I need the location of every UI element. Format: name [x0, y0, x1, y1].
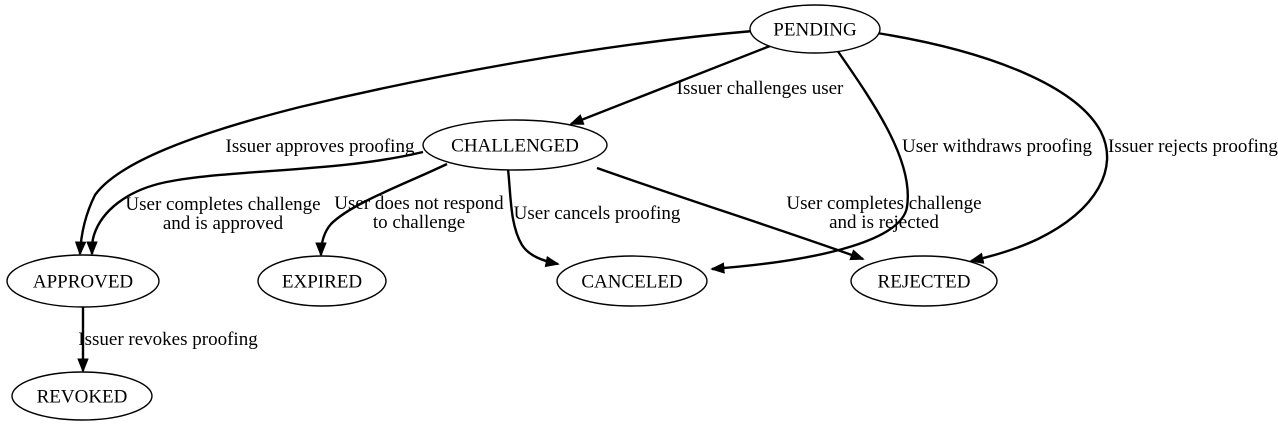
transition-arrow: [321, 162, 448, 255]
state-label: REVOKED: [37, 387, 128, 408]
edge-label-text: User does not respond: [334, 193, 504, 214]
edge-label-text: to challenge: [373, 212, 465, 233]
state-label: PENDING: [773, 20, 857, 41]
edge-label-pending-canceled: User withdraws proofing: [902, 136, 1092, 157]
transition-arrow: [506, 168, 558, 264]
edge-label-approved-revoked: Issuer revokes proofing: [78, 329, 258, 350]
transition-arrow: [596, 166, 863, 259]
state-ellipse: [422, 119, 608, 171]
state-ellipse: [257, 255, 387, 307]
transition-arrow: [80, 29, 754, 254]
transition-arrow: [92, 150, 424, 254]
edge-label-pending-approved: Issuer approves proofing: [226, 136, 415, 157]
node-revoked: REVOKED: [11, 371, 153, 421]
edge-label-text: User cancels proofing: [514, 203, 681, 224]
transition-arrow: [571, 44, 771, 126]
node-expired: EXPIRED: [257, 255, 387, 307]
state-label: EXPIRED: [282, 272, 362, 293]
edge-label-text: and is rejected: [829, 212, 939, 233]
state-ellipse: [749, 4, 881, 54]
edge-label-text: and is approved: [163, 213, 284, 234]
edge-label-pending-challenged: Issuer challenges user: [677, 78, 844, 99]
edge-challenged-approved: [92, 150, 424, 254]
edge-label-text: User completes challenge: [786, 193, 981, 214]
state-label: REJECTED: [878, 272, 971, 293]
edges-layer: [80, 29, 1109, 371]
nodes-layer: PENDING CHALLENGED APPROVED EXPIRED CANCELED…: [6, 4, 998, 421]
state-label: APPROVED: [33, 272, 133, 293]
node-canceled: CANCELED: [556, 255, 708, 307]
transition-arrow: [712, 49, 910, 269]
edge-challenged-rejected: [596, 166, 863, 259]
state-ellipse: [556, 255, 708, 307]
edge-label-text: User withdraws proofing: [902, 136, 1092, 157]
edge-label-text: Issuer revokes proofing: [78, 329, 258, 350]
state-ellipse: [6, 254, 160, 308]
edge-pending-rejected: [876, 31, 1109, 261]
edge-label-text: Issuer rejects proofing: [1108, 136, 1278, 157]
edge-label-text: User completes challenge: [125, 194, 320, 215]
state-label: CHALLENGED: [451, 136, 579, 157]
edge-challenged-expired: [321, 162, 448, 255]
edge-label-pending-rejected: Issuer rejects proofing: [1108, 136, 1278, 157]
transition-arrow: [876, 31, 1109, 261]
edge-pending-challenged: [571, 44, 771, 126]
node-pending: PENDING: [749, 4, 881, 54]
edge-pending-approved: [80, 29, 754, 254]
state-ellipse: [850, 255, 998, 307]
node-rejected: REJECTED: [850, 255, 998, 307]
edge-challenged-canceled: [506, 168, 558, 264]
node-challenged: CHALLENGED: [422, 119, 608, 171]
edge-label-text: Issuer challenges user: [677, 78, 844, 99]
edge-label-text: Issuer approves proofing: [226, 136, 415, 157]
edge-pending-canceled: [712, 49, 910, 269]
state-ellipse: [11, 371, 153, 421]
state-label: CANCELED: [581, 272, 682, 293]
edge-label-challenged-canceled: User cancels proofing: [514, 203, 681, 224]
node-approved: APPROVED: [6, 254, 160, 308]
